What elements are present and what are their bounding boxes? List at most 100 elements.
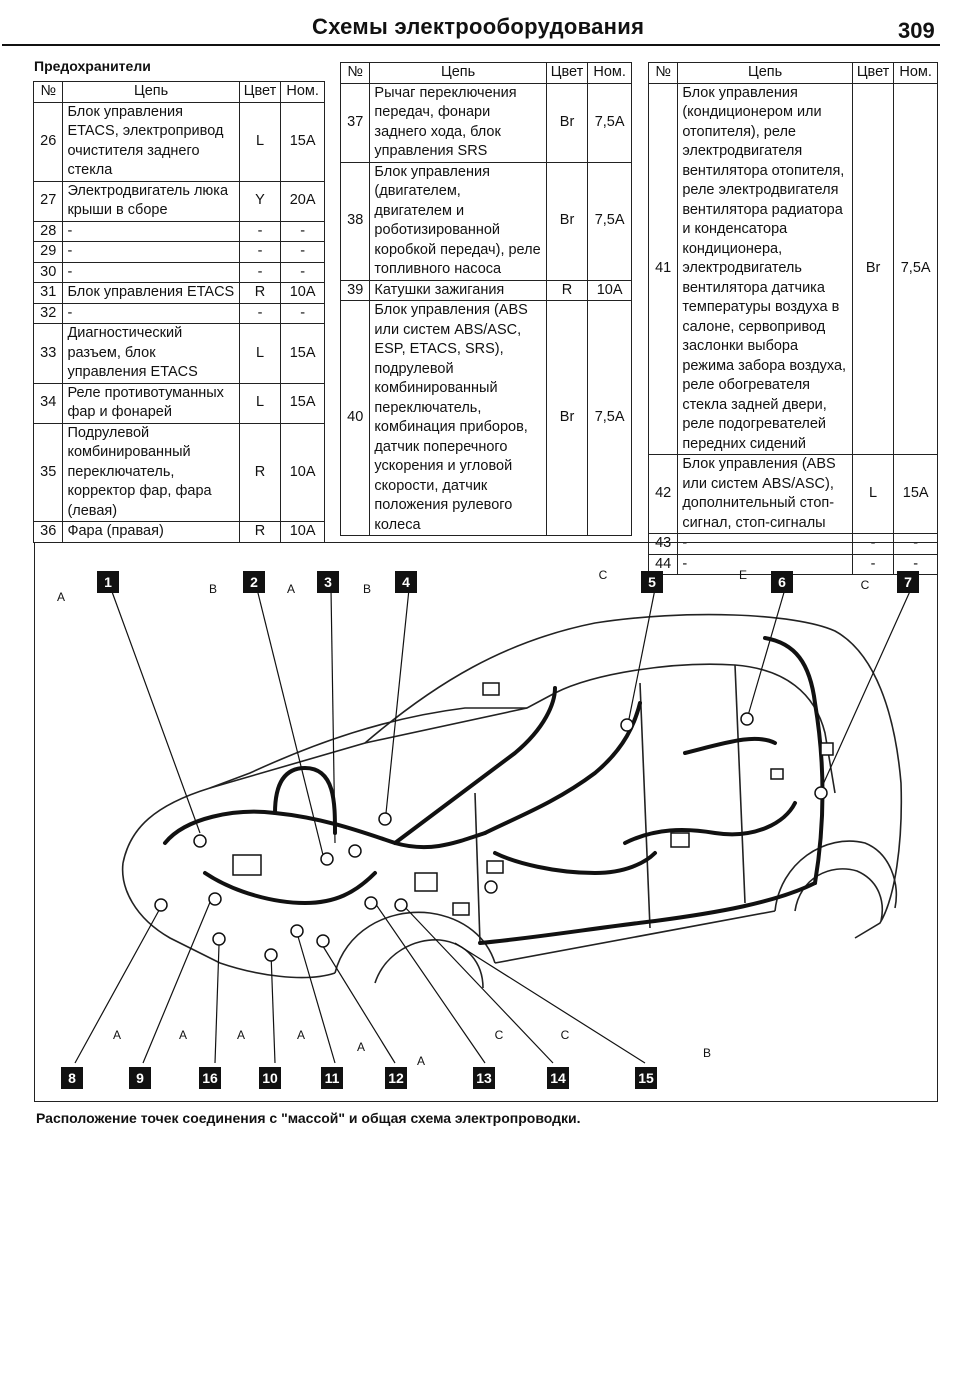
fuse-circuit: Диагностический разъем, блок управления … [62,323,240,384]
fuse-number: 34 [32,382,64,424]
table-row: 30--- [32,261,325,283]
ground-point [212,932,226,946]
header-circuit: Цепь [677,62,853,84]
callout-number: 4 [402,574,410,590]
header-color: Цвет [238,81,282,103]
connector-box [486,860,504,874]
table-row: 29--- [32,241,325,263]
fuse-circuit: Реле противотуманных фар и фонарей [62,382,240,424]
header-rating: Ном. [893,62,938,84]
car-body-outline [121,613,903,989]
table-row: 44--- [647,553,938,575]
fuse-number: 36 [32,521,64,543]
section-title: Предохранители [34,58,151,74]
wire-color: Br [545,82,589,163]
callout-number: 1 [104,574,112,590]
wire-color: Br [545,161,589,281]
fuse-circuit: Блок управления (кондиционером или отопи… [677,82,853,455]
callout-box [897,571,919,593]
wire-color: L [238,101,282,182]
callout-box [473,1067,495,1089]
fuse-number: 29 [32,241,64,263]
connector-box [414,872,438,892]
ground-point [814,786,828,800]
ground-type-letter: A [297,1028,305,1042]
ground-type-letter: A [237,1028,245,1042]
wire-color: R [238,521,282,543]
header-rating: Ном. [280,81,325,103]
fuse-circuit: Блок управления ETACS, электропривод очи… [62,101,240,182]
callout-number: 11 [325,1070,340,1086]
callout-box [61,1067,83,1089]
header-rating: Ном. [587,62,632,84]
ground-type-letter: C [599,568,608,582]
callout-number: 15 [638,1070,654,1086]
callout-number: 12 [388,1070,404,1086]
ground-point [740,712,754,726]
ground-type-letter: C [561,1028,570,1042]
callout-leaders [74,588,912,1064]
page-header: Схемы электрооборудования 309 [0,0,960,48]
fuse-circuit: Блок управления ETACS [62,282,240,304]
connector-box [232,854,262,876]
callout-number: 8 [68,1070,76,1086]
fuse-number: 43 [647,533,679,555]
callout-number: 2 [250,574,258,590]
fuse-rating: - [280,241,325,263]
wire-color: Br [545,300,589,536]
wire-color: L [238,382,282,424]
wire-color: - [238,261,282,283]
ground-point [620,718,634,732]
ground-type-letter: A [179,1028,187,1042]
table-header-row: № Цепь Цвет Ном. [32,81,325,103]
fuse-circuit: Катушки зажигания [369,279,547,301]
callout-box [259,1067,281,1089]
ground-point [193,834,207,848]
fuse-rating: 10A [280,521,325,543]
figure-caption: Расположение точек соединения с "массой"… [36,1110,581,1126]
ground-point [378,812,392,826]
fuse-number: 38 [339,161,371,281]
fuse-number: 32 [32,302,64,324]
header-circuit: Цепь [369,62,547,84]
fuse-rating: 15A [280,382,325,424]
connector-box [482,682,500,696]
wire-color: R [545,279,589,301]
ground-point [348,844,362,858]
ground-type-letter: A [357,1040,365,1054]
callout-box [129,1067,151,1089]
connector-boxes [232,682,834,916]
callout-number: 9 [136,1070,144,1086]
fuse-number: 42 [647,454,679,534]
fuse-rating: 7,5A [587,300,632,536]
fuse-rating: 7,5A [893,82,938,455]
fuse-number: 33 [32,323,64,384]
wire-color: Y [238,180,282,222]
fuse-rating: 10A [280,282,325,304]
callout-box [243,571,265,593]
ground-type-letter: B [363,582,371,596]
fuse-number: 40 [339,300,371,536]
ground-point [320,852,334,866]
callout-box [641,571,663,593]
fuse-number: 30 [32,261,64,283]
callout-number: 3 [324,574,332,590]
fuse-number: 28 [32,220,64,242]
fuse-number: 26 [32,101,64,182]
table-header-row: № Цепь Цвет Ном. [647,62,938,84]
ground-type-letter: A [57,590,65,604]
callout-box [635,1067,657,1089]
ground-type-letter: A [417,1054,425,1068]
callout-box [97,571,119,593]
ground-point [316,934,330,948]
